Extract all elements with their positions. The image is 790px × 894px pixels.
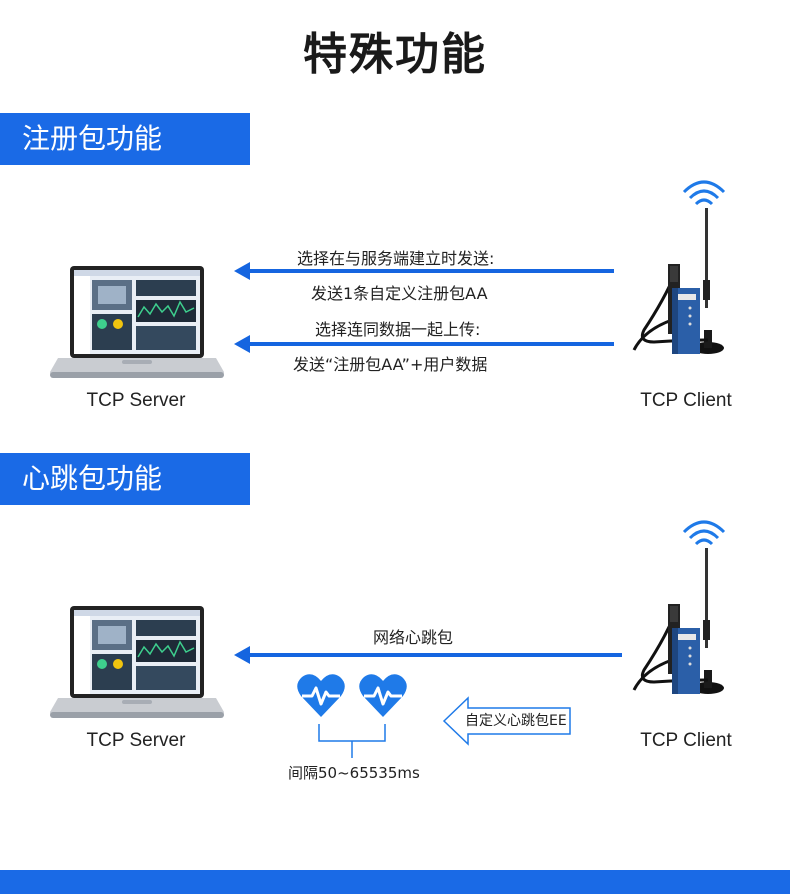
laptop-server-image <box>50 266 224 378</box>
client-label: TCP Client <box>640 390 732 411</box>
heart-icon <box>359 674 407 717</box>
section-banner-register: 注册包功能 <box>0 113 250 165</box>
heart-icon <box>297 674 345 717</box>
message-connect-send: 选择在与服务端建立时发送: <box>297 249 495 268</box>
message-upload-with-data: 选择连同数据一起上传: <box>315 320 481 339</box>
router-client-image <box>632 180 726 354</box>
server-label: TCP Server <box>86 390 186 411</box>
message-register-aa: 发送1条自定义注册包AA <box>311 284 488 303</box>
server-label: TCP Server <box>86 730 186 751</box>
section-banner-heartbeat: 心跳包功能 <box>0 453 250 505</box>
laptop-server-image <box>50 606 224 718</box>
arrow-head-3 <box>234 646 250 664</box>
router-client-image <box>632 520 726 694</box>
client-label: TCP Client <box>640 730 732 751</box>
arrow-line-2 <box>248 342 614 346</box>
custom-heartbeat-arrow <box>442 696 571 746</box>
arrow-head-2 <box>234 335 250 353</box>
page-title: 特殊功能 <box>303 29 487 80</box>
message-heartbeat: 网络心跳包 <box>373 628 454 647</box>
arrow-head-1 <box>234 262 250 280</box>
message-register-plus-data: 发送“注册包AA”+用户数据 <box>293 355 488 374</box>
arrow-line-1 <box>248 269 614 273</box>
custom-heartbeat-label: 自定义心跳包EE <box>465 713 567 729</box>
arrow-line-3 <box>248 653 622 657</box>
interval-label: 间隔50~65535ms <box>288 764 420 782</box>
bottom-bar <box>0 870 790 894</box>
interval-bracket <box>318 724 386 758</box>
